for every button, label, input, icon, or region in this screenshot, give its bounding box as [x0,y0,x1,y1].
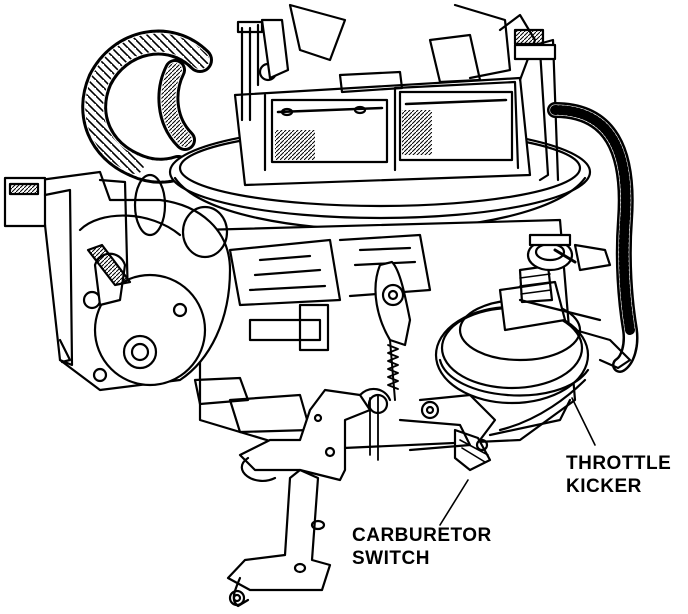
throttle-kicker-label: THROTTLE KICKER [566,452,671,498]
throttle-kicker-leader [571,397,596,446]
carburetor-switch-leader [439,479,469,526]
carburetor-switch-label-line2: SWITCH [352,548,430,569]
throttle-kicker-label-line1: THROTTLE [566,453,672,474]
throttle-kicker-label-line2: KICKER [566,476,642,497]
carburetor-switch-label: CARBURETOR SWITCH [352,524,492,570]
choke-cover [93,273,207,387]
mounting-bracket [226,468,332,592]
carburetor-switch-label-line1: CARBURETOR [352,525,492,546]
